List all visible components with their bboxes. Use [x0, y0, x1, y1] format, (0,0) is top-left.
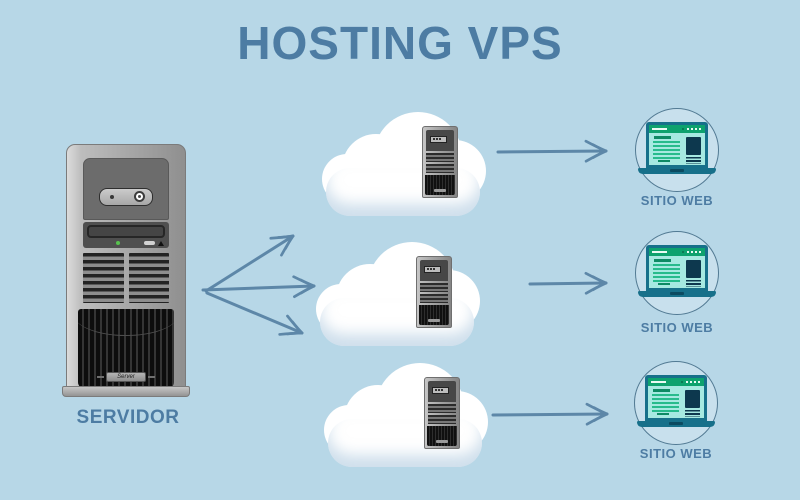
arrow-icon: [201, 275, 316, 299]
mini-server-panel: [428, 381, 456, 402]
browser-bar: [648, 378, 704, 386]
mini-server-panel: [426, 130, 454, 151]
vps-cloud: [320, 363, 488, 475]
webpage-footer-line: [657, 413, 669, 415]
laptop-icon: [637, 375, 715, 427]
arrow-icon: [205, 291, 304, 336]
arrow-icon: [496, 139, 608, 163]
webpage-sidebar-lines: [685, 410, 700, 417]
server-front-panel: [83, 158, 169, 220]
mini-server-display: [430, 136, 447, 143]
grille-arc: [78, 309, 174, 336]
webpage-image-box: [685, 390, 700, 408]
website-label: SITIO WEB: [640, 320, 714, 335]
webpage-image-box: [686, 137, 701, 155]
mini-server-vent: [428, 404, 456, 413]
mini-server-vent: [426, 164, 454, 173]
led-icon: [115, 241, 120, 245]
arrow-icon: [204, 234, 295, 293]
website-circle: [634, 361, 718, 445]
browser-bar: [649, 248, 705, 256]
laptop-icon: [638, 122, 716, 174]
vent-grid: [83, 253, 169, 303]
vps-server-icon: [424, 377, 460, 449]
vent-column: [83, 253, 124, 303]
mini-server-grille: [419, 305, 449, 325]
vps-cloud: [312, 242, 480, 354]
drive-slot: [87, 225, 165, 238]
vent-column: [128, 253, 169, 303]
screw-icon: [110, 195, 114, 199]
laptop-screen: [645, 375, 707, 421]
webpage-sidebar-lines: [686, 157, 701, 164]
website-label: SITIO WEB: [640, 193, 714, 208]
laptop-base: [637, 421, 715, 427]
mini-server-grille: [427, 426, 457, 446]
server-badge: Server: [97, 372, 155, 382]
arrow-icon: [491, 402, 609, 426]
mini-server-vent: [426, 153, 454, 162]
server-label: SERVIDOR: [76, 407, 180, 428]
mini-server-grille: [425, 175, 455, 195]
server-base: [62, 386, 190, 397]
website-label: SITIO WEB: [639, 446, 713, 461]
mini-server-panel: [420, 260, 448, 281]
mini-server-badge: [428, 319, 440, 322]
mini-server-vent: [420, 294, 448, 303]
webpage-text-lines: [653, 264, 680, 282]
webpage-image-box: [686, 260, 701, 278]
laptop-screen: [646, 245, 708, 291]
website-circle: [635, 108, 719, 192]
server-tower: Server: [62, 144, 190, 397]
page-title: HOSTING VPS: [237, 17, 563, 69]
laptop-base: [638, 291, 716, 297]
vps-cloud: [318, 112, 486, 224]
browser-bar: [649, 125, 705, 133]
mini-server-vent: [420, 283, 448, 292]
cd-drive: [83, 222, 169, 248]
webpage-heading-line: [653, 389, 670, 392]
laptop-base: [638, 168, 716, 174]
webpage-text-lines: [653, 141, 680, 159]
eject-button: [144, 241, 155, 245]
mini-server-badge: [436, 440, 448, 443]
website-circle: [635, 231, 719, 315]
webpage-text-lines: [652, 394, 679, 412]
webpage-sidebar-lines: [686, 280, 701, 287]
speaker-grille: Server: [78, 309, 174, 389]
laptop-icon: [638, 245, 716, 297]
webpage-footer-line: [658, 160, 670, 162]
vps-server-icon: [422, 126, 458, 198]
webpage-heading-line: [654, 136, 671, 139]
mini-server-display: [432, 387, 449, 394]
arrow-icon: [528, 271, 608, 295]
lock-icon: [134, 191, 145, 202]
webpage-footer-line: [658, 283, 670, 285]
webpage-heading-line: [654, 259, 671, 262]
server-lock-plate: [99, 188, 153, 206]
eject-icon: [158, 241, 164, 246]
laptop-screen: [646, 122, 708, 168]
mini-server-display: [424, 266, 441, 273]
mini-server-vent: [428, 415, 456, 424]
mini-server-badge: [434, 189, 446, 192]
vps-server-icon: [416, 256, 452, 328]
